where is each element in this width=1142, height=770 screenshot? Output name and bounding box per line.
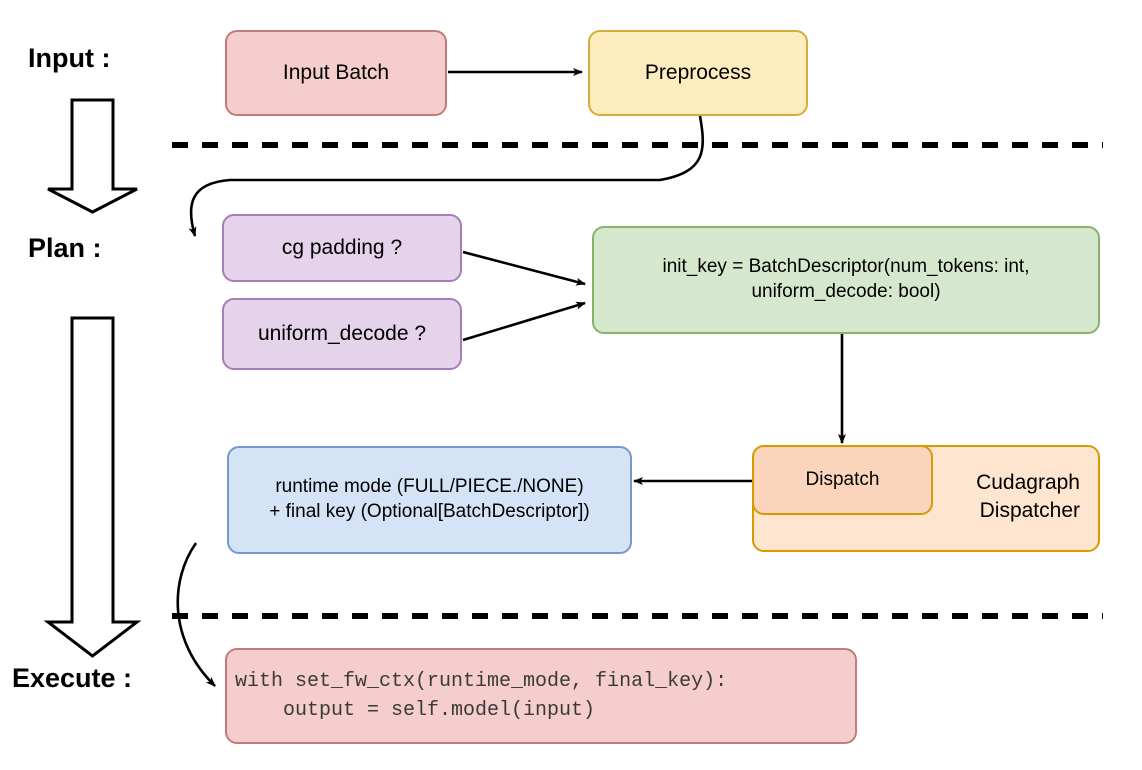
node-cudagraph-dispatcher-line1: Cudagraph	[976, 471, 1080, 495]
node-cg-padding[interactable]: cg padding ?	[222, 214, 462, 282]
node-input-batch[interactable]: Input Batch	[225, 30, 447, 116]
cg-padding-to-init-key-arrow	[462, 250, 586, 286]
plan-to-execute-big-arrow	[43, 316, 142, 658]
node-init-key[interactable]: init_key = BatchDescriptor(num_tokens: i…	[592, 226, 1100, 334]
node-runtime-mode-line1: runtime mode (FULL/PIECE./NONE)	[275, 476, 584, 498]
preprocess-to-cg-padding-arrow	[188, 115, 705, 237]
input-to-plan-big-arrow	[47, 98, 138, 214]
runtime-mode-to-execute-code-arrow	[176, 542, 216, 687]
stage-label-plan: Plan :	[28, 233, 102, 263]
stage-label-execute: Execute :	[12, 663, 133, 693]
node-uniform-decode[interactable]: uniform_decode ?	[222, 298, 462, 370]
execute-code-line2: output = self.model(input)	[235, 699, 596, 722]
node-init-key-line2: uniform_decode: bool)	[751, 281, 941, 302]
execute-code-line1: with set_fw_ctx(runtime_mode, final_key)…	[235, 670, 728, 693]
node-init-key-line1: init_key = BatchDescriptor(num_tokens: i…	[662, 256, 1030, 278]
stage-label-input: Input :	[28, 43, 111, 73]
node-cudagraph-dispatcher-line2: Dispatcher	[979, 498, 1080, 522]
node-execute-code[interactable]: with set_fw_ctx(runtime_mode, final_key)…	[225, 648, 857, 744]
uniform-decode-to-init-key-arrow	[462, 301, 586, 342]
node-runtime-mode[interactable]: runtime mode (FULL/PIECE./NONE) + final …	[227, 446, 632, 554]
node-runtime-mode-line2: + final key (Optional[BatchDescriptor])	[269, 501, 590, 522]
node-dispatch[interactable]: Dispatch	[752, 445, 933, 515]
node-preprocess[interactable]: Preprocess	[588, 30, 808, 116]
